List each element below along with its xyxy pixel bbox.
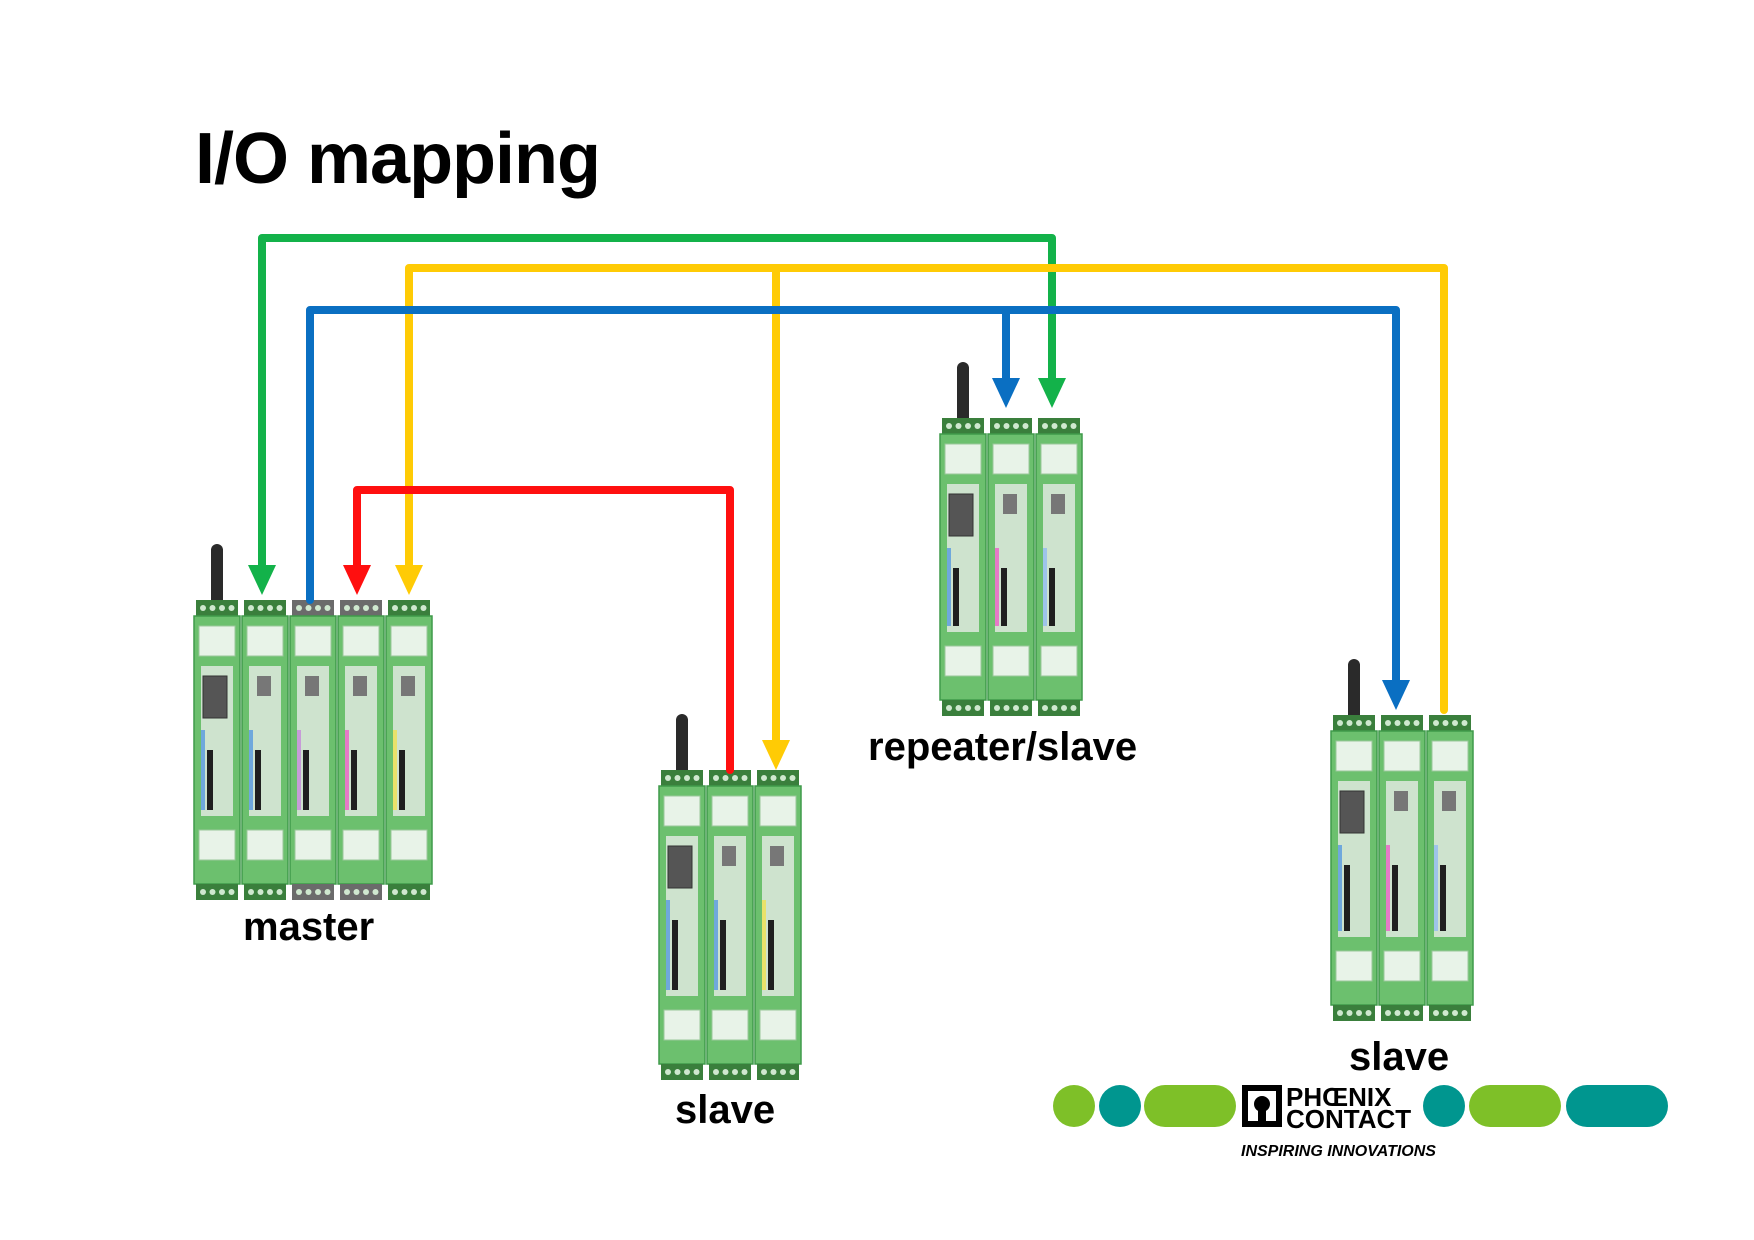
logo-line2: CONTACT [1286, 1104, 1411, 1134]
rack-repeater [939, 362, 1083, 716]
slide-title: I/O mapping [195, 119, 601, 199]
connection-red [343, 486, 734, 774]
logo-line1: PHŒNIX [1286, 1082, 1392, 1112]
logo-tagline: INSPIRING INNOVATIONS [1241, 1143, 1436, 1160]
rack-slave-bottom [658, 714, 802, 1080]
connection-green [248, 234, 1066, 595]
io-module [337, 600, 385, 900]
io-module [241, 600, 289, 900]
io-module [193, 600, 241, 900]
io-module [754, 770, 802, 1080]
phoenix-contact-logo: PHŒNIX CONTACT INSPIRING INNOVATIONS [1053, 1082, 1668, 1160]
antenna-icon [1348, 659, 1360, 721]
io-module [1035, 418, 1083, 716]
connection-yellow-drop [762, 264, 790, 770]
io-module [289, 600, 337, 900]
logo-pill-teal [1566, 1085, 1668, 1127]
antenna-icon [957, 362, 969, 424]
logo-dot-teal [1099, 1085, 1141, 1127]
label-slave-right: slave [1349, 1035, 1450, 1079]
antenna-icon [676, 714, 688, 776]
label-slave-bottom: slave [675, 1088, 776, 1132]
logo-pill-green [1144, 1085, 1236, 1127]
logo-dot-teal-2 [1423, 1085, 1465, 1127]
io-module [939, 418, 987, 716]
connection-blue [306, 306, 1410, 710]
io-module [1426, 715, 1474, 1021]
connection-yellow [395, 264, 1448, 714]
antenna-icon [211, 544, 223, 606]
logo-pill-green-2 [1469, 1085, 1561, 1127]
io-module [658, 770, 706, 1080]
io-module [706, 770, 754, 1080]
connection-blue-drop [992, 306, 1020, 408]
io-module [987, 418, 1035, 716]
logo-dot-green [1053, 1085, 1095, 1127]
io-module [385, 600, 433, 900]
io-module [1330, 715, 1378, 1021]
label-repeater-slave: repeater/slave [868, 725, 1138, 769]
io-module [1378, 715, 1426, 1021]
label-master: master [243, 905, 375, 949]
rack-master [193, 544, 433, 900]
logo-mark-icon [1242, 1085, 1282, 1127]
rack-slave-right [1330, 659, 1474, 1021]
